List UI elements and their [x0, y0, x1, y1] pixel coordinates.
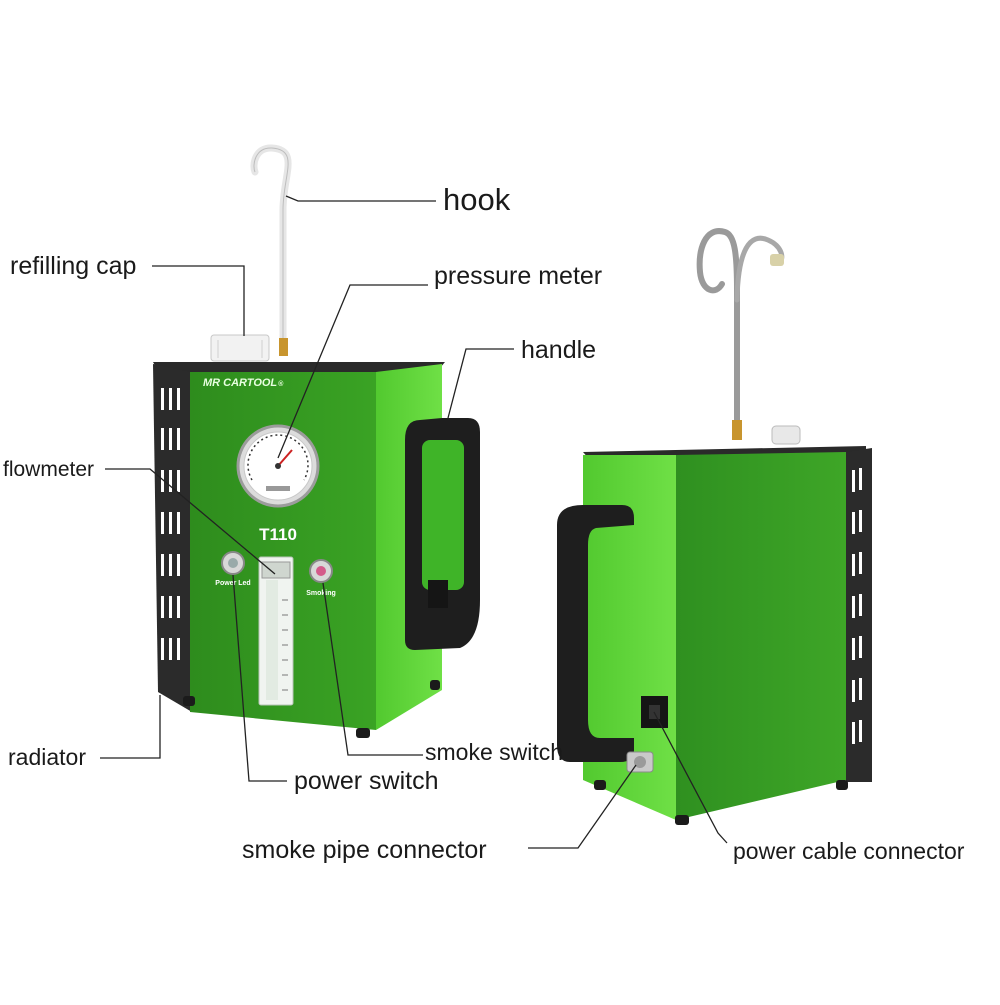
leader-smoke-switch: [322, 582, 423, 756]
smoke-switch-knob: [309, 559, 333, 583]
leader-power-cable-connector: [653, 711, 728, 844]
label-hook: hook: [443, 182, 511, 217]
right-handle: [557, 505, 634, 762]
label-smoke-switch: smoke switch: [425, 739, 564, 765]
device-model-text: T110: [259, 525, 297, 544]
leader-lines: [100, 195, 728, 849]
label-power-switch: power switch: [294, 767, 439, 795]
leader-flowmeter: [105, 468, 276, 575]
power-led-label: Power Led: [215, 580, 250, 587]
right-device: [557, 228, 872, 825]
power-switch-knob: [221, 551, 245, 575]
pressure-gauge: [236, 424, 320, 508]
hook-brass-fitting: [279, 338, 288, 356]
leader-hook: [285, 195, 436, 202]
leader-refilling-cap: [152, 265, 245, 336]
leader-smoke-pipe-connector: [528, 764, 637, 849]
label-radiator: radiator: [8, 744, 86, 770]
label-pressure-meter: pressure meter: [434, 262, 603, 290]
refilling-cap: [210, 334, 270, 362]
flowmeter-tube: [258, 556, 294, 706]
leader-radiator: [100, 695, 161, 759]
leader-handle: [447, 348, 514, 419]
left-radiator-panel: [153, 364, 192, 712]
right-hook: [696, 228, 740, 435]
smoking-label: Smoking: [306, 590, 336, 597]
right-light-face: [583, 455, 676, 820]
left-top-lid: [153, 362, 445, 374]
left-device: MR CARTOOL® T110 Power Led Smoking: [153, 144, 480, 738]
device-brand-text: MR CARTOOL®: [203, 377, 284, 389]
right-main-face: [676, 452, 846, 820]
label-refilling-cap: refilling cap: [10, 252, 137, 280]
label-smoke-pipe-connector: smoke pipe connector: [242, 836, 487, 864]
leader-power-switch: [232, 574, 287, 782]
left-front-face: [190, 372, 376, 730]
label-handle: handle: [521, 336, 597, 364]
label-power-cable-connector: power cable connector: [733, 838, 965, 864]
leader-pressure-meter: [277, 284, 428, 459]
left-handle: [405, 418, 480, 650]
radiator-slots: [161, 388, 180, 660]
label-flowmeter: flowmeter: [3, 458, 95, 481]
smoke-pipe-connector-fitting: [626, 751, 654, 773]
